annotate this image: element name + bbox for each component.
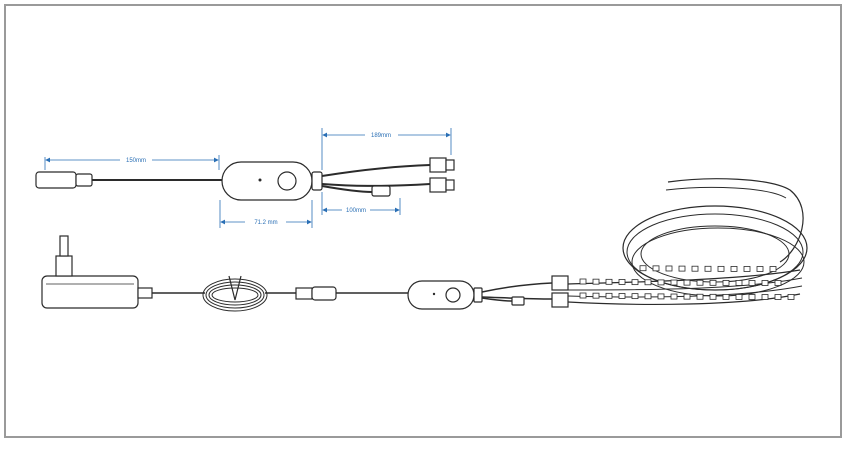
led-chip (704, 265, 712, 272)
led-chips (579, 265, 795, 300)
led-chip (748, 294, 756, 300)
led-chip (592, 292, 600, 299)
dimension-output-split: 189mm (321, 128, 452, 170)
led-chip (670, 293, 678, 300)
led-chip (657, 279, 665, 286)
controller-detail: 150mm 71.2 mm 189mm 100mm (35, 128, 455, 228)
led-chip (787, 294, 795, 300)
led-chip (769, 266, 777, 272)
led-chip (678, 265, 686, 272)
led-chip (696, 279, 704, 286)
led-chip (774, 294, 782, 300)
output-leads-kit (481, 275, 569, 308)
led-strip-reel (567, 178, 808, 305)
led-chip (748, 280, 756, 286)
dimension-label-split: 189mm (371, 133, 391, 139)
led-chip (774, 280, 782, 286)
led-chip (761, 294, 769, 300)
led-chip (618, 293, 626, 299)
diagram-frame (4, 4, 842, 438)
led-chip (735, 280, 743, 286)
led-chip (722, 293, 730, 300)
led-chip (631, 279, 639, 286)
dimension-output-branch: 100mm (321, 192, 401, 215)
led-chip (722, 279, 730, 286)
dc-plug (295, 286, 410, 301)
led-chip (665, 265, 673, 272)
dimension-label-cable: 150mm (126, 158, 146, 164)
led-chip (592, 278, 600, 285)
dimension-label-branch: 100mm (346, 208, 366, 214)
led-chip (605, 278, 613, 285)
led-chip (735, 294, 743, 300)
led-chip (730, 266, 738, 272)
controller-body-top (221, 161, 323, 201)
led-chip (743, 266, 751, 272)
dimension-controller-length: 71.2 mm (219, 200, 313, 228)
led-chip (670, 279, 678, 286)
led-chip (579, 292, 587, 299)
kit-assembly (41, 178, 808, 312)
led-chip (761, 280, 769, 286)
controller-body-kit (407, 280, 483, 310)
led-chip (657, 293, 665, 300)
led-chip (618, 279, 626, 285)
dc-female-connector (35, 171, 225, 189)
led-chip (683, 279, 691, 286)
power-adapter (41, 235, 153, 309)
led-chip (709, 293, 717, 300)
led-chip (644, 293, 652, 300)
led-chip (696, 293, 704, 300)
led-chip (717, 265, 725, 272)
led-chip (756, 266, 764, 272)
led-chip (605, 292, 613, 299)
output-leads-top (321, 157, 455, 197)
dimension-cable-length: 150mm (44, 155, 220, 170)
coiled-cable (152, 275, 296, 312)
led-chip (631, 293, 639, 300)
led-chip (709, 279, 717, 286)
led-chip (579, 278, 587, 285)
led-chip (652, 265, 660, 272)
led-chip (691, 265, 699, 272)
led-chip (639, 265, 647, 272)
led-chip (644, 279, 652, 286)
led-chip (683, 293, 691, 300)
dimension-label-controller: 71.2 mm (254, 220, 277, 226)
